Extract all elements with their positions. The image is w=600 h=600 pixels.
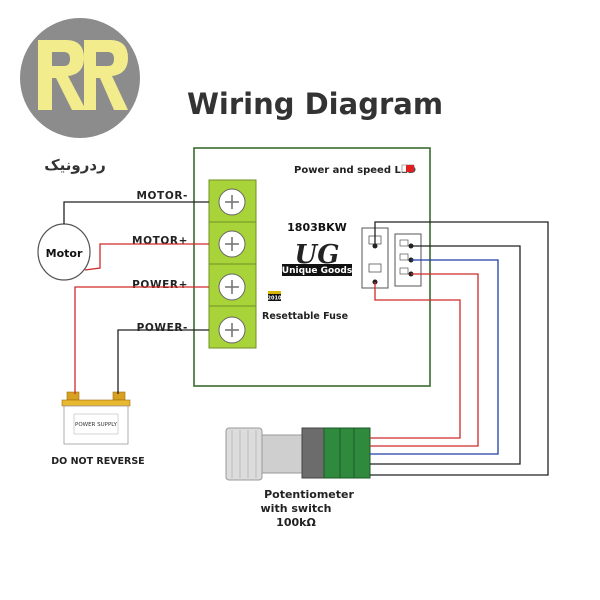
- pot-label-line2: with switch: [261, 502, 332, 515]
- terminal-label-power-pos: POWER+: [132, 279, 188, 291]
- pot-shaft: [261, 434, 303, 474]
- terminal-screw-3: [218, 273, 246, 301]
- brand-logo: [20, 18, 140, 138]
- battery-top: [61, 399, 131, 407]
- wire-pot-3: [370, 273, 479, 447]
- fuse-label: Resettable Fuse: [262, 311, 348, 322]
- controller-board: [193, 147, 431, 387]
- motor: Motor: [37, 223, 91, 281]
- wire-motor-neg: [63, 201, 209, 224]
- pot-body: [323, 427, 371, 479]
- reverse-warning: DO NOT REVERSE: [51, 456, 144, 467]
- logo-letter-right: [84, 40, 128, 110]
- wire-motor-pos: [84, 243, 209, 271]
- pot-label-line3: 100kΩ: [276, 516, 316, 529]
- power-supply: POWER SUPPLY: [61, 391, 131, 445]
- fuse-chip: [268, 291, 281, 301]
- wire-power-pos: [74, 286, 209, 394]
- pot-wires: [370, 221, 549, 476]
- wire-power-neg: [117, 329, 209, 394]
- terminal-screw-4: [218, 316, 246, 344]
- terminal-block: [208, 179, 257, 349]
- battery-label: POWER SUPPLY: [75, 422, 118, 428]
- page-title: Wiring Diagram: [187, 87, 443, 121]
- wire-switch-a: [370, 221, 549, 476]
- ug-logo-text: Unique Goods: [282, 266, 352, 276]
- logo-letter-left: [38, 40, 86, 110]
- terminal-screw-1: [218, 188, 246, 216]
- potentiometer: [225, 427, 371, 481]
- wire-switch-b: [370, 282, 461, 439]
- pot-label-line1: Potentiometer: [264, 488, 354, 501]
- led-indicator: [406, 165, 414, 172]
- pot-nut: [301, 427, 325, 479]
- terminal-label-power-neg: POWER-: [137, 322, 188, 334]
- terminal-label-motor-neg: MOTOR-: [136, 190, 188, 202]
- wire-pot-2: [370, 259, 499, 455]
- brand-name: ردرونیک: [44, 156, 105, 174]
- fuse-chip-text: 2010: [268, 296, 282, 302]
- terminal-label-motor-pos: MOTOR+: [132, 235, 188, 247]
- ug-logo-banner: [282, 264, 352, 276]
- led-label: Power and speed LED: [294, 165, 416, 176]
- model-number: 1803BKW: [287, 221, 347, 234]
- pot-knob: [225, 427, 263, 481]
- wire-pot-1: [370, 245, 521, 465]
- motor-label: Motor: [46, 247, 83, 260]
- power-wires: [63, 201, 209, 394]
- terminal-screw-2: [218, 230, 246, 258]
